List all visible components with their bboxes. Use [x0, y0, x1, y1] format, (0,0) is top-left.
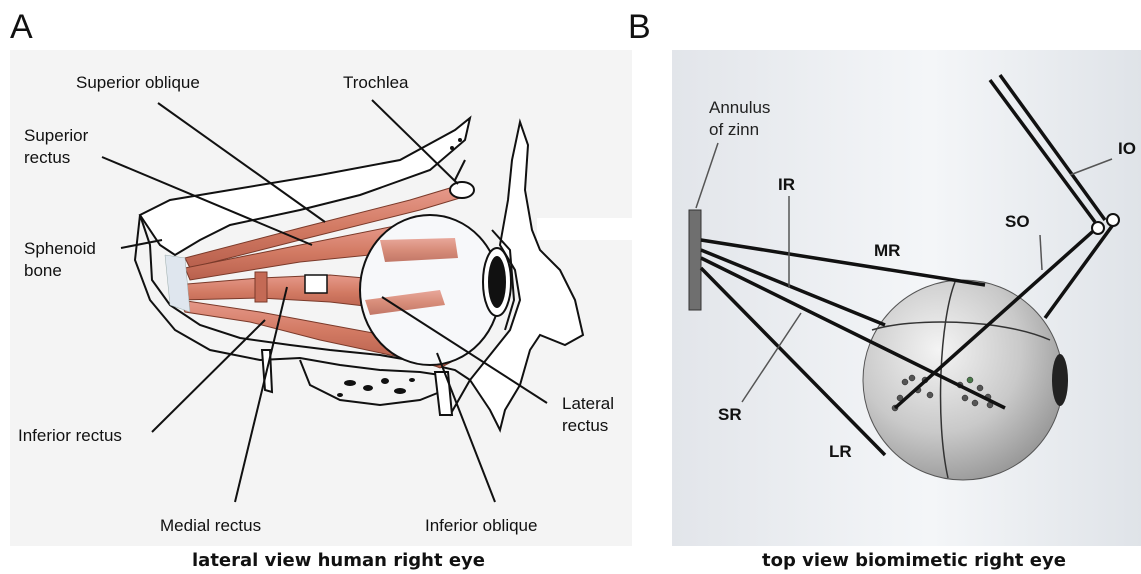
label-ir: IR [778, 175, 795, 195]
label-sr: SR [718, 405, 742, 425]
label-lateral-rectus-line2: rectus [562, 415, 608, 437]
label-annulus-line1: Annulus [709, 97, 770, 119]
label-inferior-oblique: Inferior oblique [425, 515, 537, 537]
label-lr: LR [829, 442, 852, 462]
label-inferior-rectus: Inferior rectus [18, 425, 122, 447]
label-superior-rectus-line2: rectus [24, 147, 70, 169]
label-io: IO [1118, 139, 1136, 159]
panel-b-caption: top view biomimetic right eye [762, 550, 1066, 571]
label-superior-oblique: Superior oblique [76, 72, 200, 94]
label-medial-rectus: Medial rectus [160, 515, 261, 537]
label-so: SO [1005, 212, 1030, 232]
label-annulus-line2: of zinn [709, 119, 759, 141]
panel-a-caption: lateral view human right eye [192, 550, 485, 571]
annulus-bar [689, 210, 701, 310]
label-sphenoid-line2: bone [24, 260, 62, 282]
label-trochlea: Trochlea [343, 72, 409, 94]
label-superior-rectus-line1: Superior [24, 125, 88, 147]
label-mr: MR [874, 241, 900, 261]
label-lateral-rectus-line1: Lateral [562, 393, 614, 415]
panel-a-illustration [10, 50, 632, 546]
label-sphenoid-line1: Sphenoid [24, 238, 96, 260]
